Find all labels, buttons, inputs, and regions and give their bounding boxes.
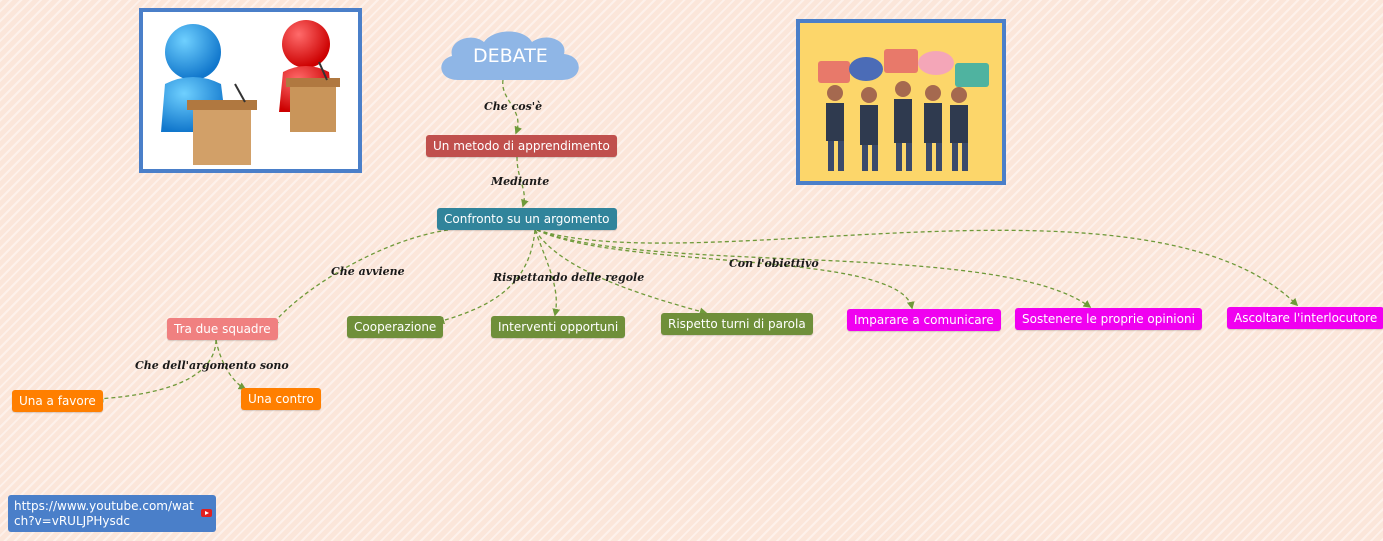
debate-podiums-image: [139, 8, 362, 173]
debate-cloud-shape: [441, 31, 579, 80]
node-rispetto-turni[interactable]: Rispetto turni di parola: [661, 313, 813, 335]
node-confronto-argomento[interactable]: Confronto su un argomento: [437, 208, 617, 230]
node-una-contro[interactable]: Una contro: [241, 388, 321, 410]
youtube-icon[interactable]: [201, 509, 212, 517]
label-con-obiettivo: Con l'obiettivo: [729, 257, 819, 270]
edge-squadre-contro: [215, 339, 247, 390]
edge-confronto-turni: [534, 229, 708, 316]
label-argomento-sono: Che dell'argomento sono: [135, 359, 289, 372]
label-che-cose: Che cos'è: [484, 100, 543, 113]
node-cooperazione[interactable]: Cooperazione: [347, 316, 444, 338]
edge-debate-metodo: [502, 79, 522, 135]
crowd-speech-bubbles-icon: [818, 49, 989, 171]
debate-title[interactable]: DEBATE: [473, 45, 548, 67]
podium-figures-icon: [161, 20, 340, 165]
edge-confronto-interventi: [534, 229, 561, 317]
edge-confronto-squadre: [271, 229, 449, 327]
edge-confronto-ascoltare: [536, 229, 1299, 307]
node-tra-due-squadre[interactable]: Tra due squadre: [167, 318, 278, 340]
edge-confronto-cooperazione: [436, 229, 536, 325]
node-imparare-comunicare[interactable]: Imparare a comunicare: [847, 309, 1001, 331]
node-sostenere-opinioni[interactable]: Sostenere le proprie opinioni: [1015, 308, 1202, 330]
edge-confronto-opinioni: [536, 229, 1092, 308]
youtube-link-box[interactable]: https://www.youtube.com/watch?v=vRULJPHy…: [8, 495, 216, 532]
node-metodo-apprendimento[interactable]: Un metodo di apprendimento: [426, 135, 617, 157]
node-ascoltare-interlocutore[interactable]: Ascoltare l'interlocutore: [1227, 307, 1383, 329]
edge-confronto-comunicare: [536, 229, 915, 310]
edge-squadre-favore: [95, 339, 217, 403]
label-mediante: Mediante: [491, 175, 550, 188]
label-rispettando-regole: Rispettando delle regole: [493, 271, 645, 284]
youtube-link[interactable]: https://www.youtube.com/watch?v=vRULJPHy…: [14, 499, 194, 528]
node-interventi-opportuni[interactable]: Interventi opportuni: [491, 316, 626, 338]
people-speech-bubbles-image: [796, 19, 1006, 185]
node-una-a-favore[interactable]: Una a favore: [12, 390, 103, 412]
label-che-avviene: Che avviene: [331, 265, 405, 278]
